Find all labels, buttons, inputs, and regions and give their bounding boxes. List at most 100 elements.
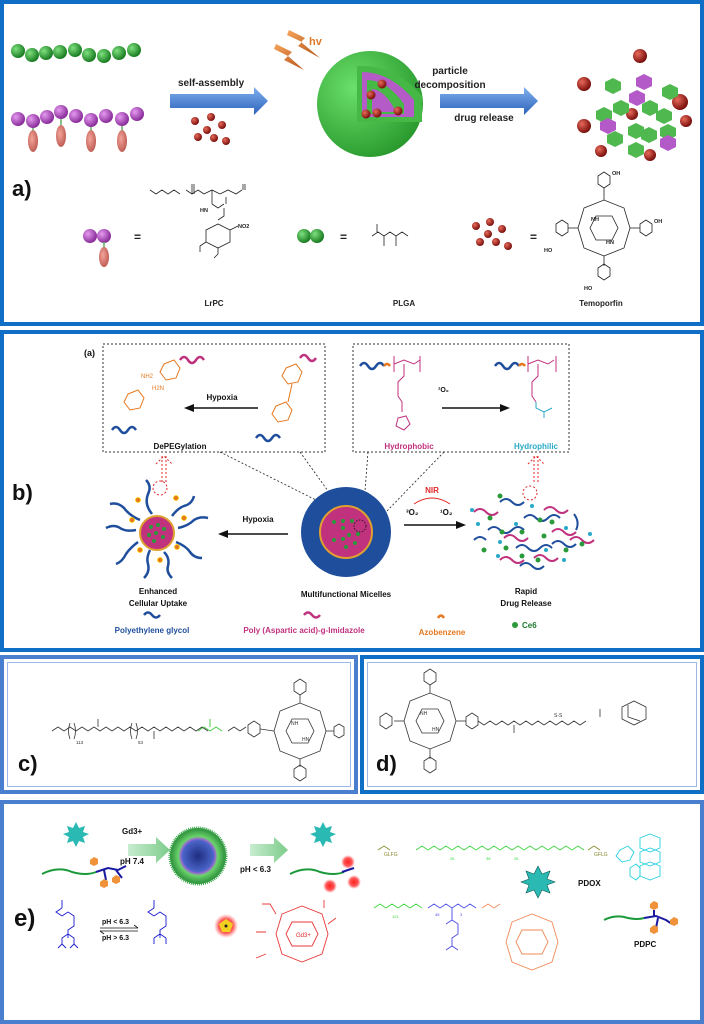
pasp-legend-icon: [303, 611, 321, 619]
imidazole-reaction: [358, 356, 557, 431]
equilibrium-arrows: [99, 924, 139, 935]
equals-1: =: [134, 230, 141, 244]
triplet-oxygen: ³O₂: [406, 508, 419, 517]
hn-label-2: HN: [606, 240, 614, 246]
equals-2: =: [340, 230, 347, 244]
hypoxia-top-label: Hypoxia: [206, 393, 238, 402]
pdpc-name: PDPC: [634, 940, 656, 949]
azobenzene-legend-icon: [436, 614, 446, 619]
porphyrin-c: [227, 678, 345, 782]
glfg-label: GLFG: [384, 852, 398, 858]
panel-b: (a) H2N NH2 Hypoxia DePEGylation ¹O₂ Hyd…: [0, 330, 704, 652]
sub-26a: 26: [450, 856, 455, 861]
sub-38: 38: [486, 856, 491, 861]
self-assembly-label: self-assembly: [178, 78, 245, 89]
radiation-icon: [214, 914, 238, 938]
nh-label-d: NH: [420, 711, 428, 717]
disulfide-label: S-S: [554, 713, 563, 719]
plga-chain: [11, 43, 141, 63]
panel-c: NH HN 113 53 c): [0, 655, 358, 794]
panel-d: NH HN S-S d): [360, 655, 704, 794]
hydrophilic-ends: [470, 504, 592, 562]
equals-3: =: [530, 230, 537, 244]
ph-lt-label: pH < 6.3: [240, 865, 271, 874]
panel-d-label: d): [376, 751, 397, 776]
panel-c-label: c): [18, 751, 38, 776]
eq-gt-label: pH > 6.3: [102, 935, 129, 942]
nir-arrowhead: [456, 521, 466, 529]
temoporfin-legend-symbol: [472, 218, 512, 250]
hypoxia-inset-box: [102, 343, 326, 453]
pdpc-structure: [373, 903, 559, 971]
nh-label-c: NH: [291, 721, 299, 727]
oh-label-right: OH: [654, 219, 662, 225]
subscript-113: 113: [76, 740, 84, 745]
temoporfin-name: Temoporfin: [579, 299, 623, 308]
highlight-arrows: [152, 455, 545, 501]
panel-a-graphic: self-assembly hv particle decomposition …: [11, 30, 692, 308]
acetal-linker: [197, 719, 223, 732]
zoom-leader-lines: [219, 451, 445, 513]
enhanced-label: Enhanced: [139, 587, 177, 596]
depegylation-label: DePEGylation: [154, 442, 207, 451]
nh-label: NH: [591, 217, 599, 223]
lrpc-structure: [149, 184, 246, 259]
depegylated-micelle: [105, 479, 209, 579]
legend-peg: Polyethylene glycol: [115, 626, 190, 635]
plga-legend-symbol: [297, 229, 324, 243]
no2-label: NO2: [238, 224, 249, 230]
pdox-name: PDOX: [578, 879, 601, 888]
sub-3: 3: [460, 912, 463, 917]
hn-label-d: HN: [432, 727, 440, 733]
subscript-53: 53: [138, 740, 144, 745]
light-bolt-icon: [274, 30, 320, 70]
assembly-arrow: [128, 837, 170, 863]
self-assembly-arrow: [170, 87, 268, 115]
particle-label: particle: [432, 66, 468, 77]
oxidation-inset-box: [352, 343, 570, 453]
pdpc-micelle: [168, 826, 228, 886]
plga-structure: [371, 224, 409, 246]
legend-azobenzene: Azobenzene: [419, 628, 466, 637]
panel-a: self-assembly hv particle decomposition …: [0, 0, 704, 326]
legend-pasp: Poly (Aspartic acid)-g-Imidazole: [243, 626, 365, 635]
hydrophilic-label: Hydrophilic: [514, 442, 559, 451]
pcl-peg-chain: [51, 719, 209, 740]
micelles-label: Multifunctional Micelles: [301, 590, 392, 599]
decomposition-label: decomposition: [414, 80, 485, 91]
pdox-star-icon-2: [310, 822, 336, 847]
lrpc-name: LrPC: [204, 299, 223, 308]
rapid-label: Rapid: [515, 587, 537, 596]
lrpc-legend-symbol: [83, 229, 111, 267]
pdpc-legend-icon: [603, 901, 678, 934]
hypoxia-mid-label: Hypoxia: [242, 515, 274, 524]
gd-label: Gd3+: [122, 827, 143, 836]
protonated-pdpc: [289, 855, 361, 893]
porphyrin-d: [379, 668, 647, 774]
singlet-oxygen-top: ¹O₂: [438, 387, 449, 394]
ho-label-bottom: HO: [584, 286, 593, 292]
multifunctional-micelle: [301, 487, 391, 577]
sub-113: 113: [392, 914, 399, 919]
hv-label: hv: [309, 36, 323, 48]
gd-center-label: Gd3+: [296, 933, 311, 939]
legend-ce6: Ce6: [522, 621, 537, 630]
pdox-chain: [377, 833, 661, 881]
panel-c-graphic: NH HN 113 53 c): [18, 678, 345, 782]
pdox-legend-icon: [520, 865, 556, 899]
temoporfin-structure: [555, 171, 653, 281]
panel-b-label: b): [12, 480, 33, 505]
nanoparticle-cutaway: [317, 51, 423, 157]
drug-cluster: [191, 113, 230, 145]
panel-e-label: e): [14, 905, 35, 932]
eq-lt-label: pH < 6.3: [102, 919, 129, 926]
sub-45: 45: [435, 912, 440, 917]
gflg-label: GFLG: [594, 852, 608, 858]
pdox-star-icon: [63, 822, 89, 847]
ho-label-left: HO: [544, 248, 553, 254]
peg-legend-icon: [143, 611, 161, 619]
plga-name: PLGA: [393, 299, 415, 308]
gd-chlorin-structure: [255, 900, 337, 963]
panel-b-graphic: (a) H2N NH2 Hypoxia DePEGylation ¹O₂ Hyd…: [12, 343, 595, 637]
ce6-legend-icon: [512, 622, 518, 628]
